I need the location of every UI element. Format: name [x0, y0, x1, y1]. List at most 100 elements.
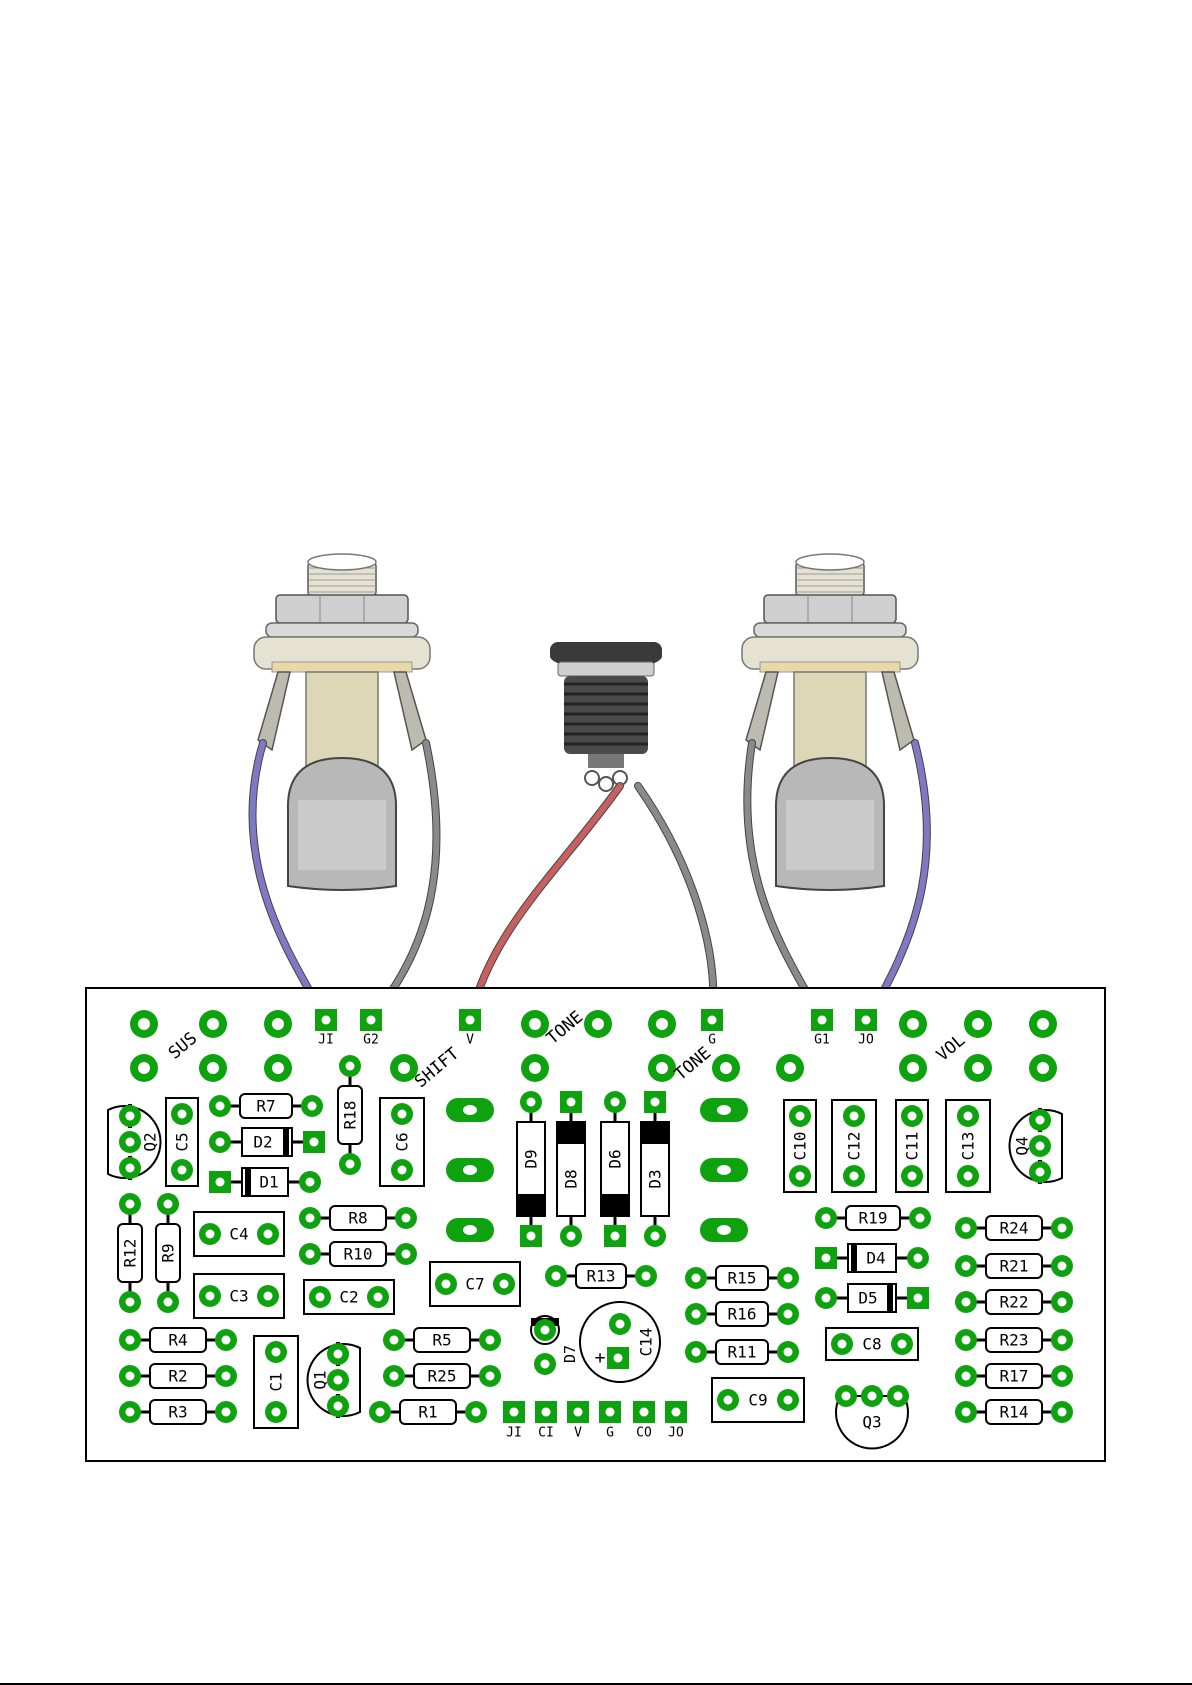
capacitor-label-c14: C14: [637, 1328, 656, 1357]
hex-nut: [276, 595, 408, 623]
diode-label-d4: D4: [866, 1249, 885, 1268]
resistor-label-r2: R2: [168, 1367, 187, 1386]
oval-pad: [700, 1218, 748, 1242]
pad-hole: [472, 1408, 481, 1417]
top-pad-g2: [360, 1009, 382, 1031]
pad-hole: [640, 1408, 649, 1417]
diode-pad: [209, 1171, 231, 1193]
top-pad-label-v: V: [466, 1033, 474, 1048]
pad-hole: [552, 1272, 561, 1281]
pad-hole: [796, 1112, 805, 1121]
cap-pad: [789, 1165, 811, 1187]
pad-hole: [842, 1392, 851, 1401]
diode-band: [245, 1168, 251, 1196]
resistor-label-r1: R1: [418, 1403, 437, 1422]
pad-hole: [914, 1254, 923, 1263]
pad-hole: [720, 1062, 732, 1074]
transistor-pad: [119, 1157, 141, 1179]
resistor-pad: [777, 1303, 799, 1325]
cap-pad: [265, 1341, 287, 1363]
pad-hole: [962, 1408, 971, 1417]
washer: [754, 623, 906, 637]
header-label-v: V: [574, 1426, 582, 1441]
resistor-pad: [955, 1365, 977, 1387]
header-label-co: CO: [636, 1426, 652, 1441]
resistor-pad: [383, 1329, 405, 1351]
transistor-pad: [327, 1395, 349, 1417]
capacitor-label-c13: C13: [959, 1132, 978, 1161]
resistor-pad: [369, 1401, 391, 1423]
capacitor-label-c12: C12: [845, 1132, 864, 1161]
cap-pad: [901, 1165, 923, 1187]
capacitor-label-c8: C8: [862, 1335, 881, 1354]
resistor-pad: [955, 1291, 977, 1313]
pad-hole: [216, 1102, 225, 1111]
pad-hole: [334, 1350, 343, 1359]
pad-hole: [796, 1172, 805, 1181]
pad-hole: [398, 1110, 407, 1119]
pad-hole: [1036, 1142, 1045, 1151]
transistor-pad: [1029, 1135, 1051, 1157]
pad-hole: [206, 1230, 215, 1239]
resistor-pad: [119, 1365, 141, 1387]
transistor-label-q3: Q3: [862, 1413, 881, 1432]
pad-hole: [126, 1298, 135, 1307]
cap-pad: [199, 1285, 221, 1307]
pad-hole: [898, 1340, 907, 1349]
oval-pad: [446, 1158, 494, 1182]
top-pad-label-jo: JO: [858, 1033, 874, 1048]
pad-hole: [308, 1102, 317, 1111]
diode-label-d5: D5: [858, 1289, 877, 1308]
pad-hole: [962, 1372, 971, 1381]
resistor-pad: [479, 1329, 501, 1351]
pad-hole: [376, 1408, 385, 1417]
pad-hole: [463, 1105, 477, 1115]
diode-label-d1: D1: [259, 1173, 278, 1192]
pot-pad: [964, 1054, 992, 1082]
transistor-pad: [119, 1131, 141, 1153]
resistor-pad: [1051, 1291, 1073, 1313]
diode-pad: [815, 1287, 837, 1309]
pad-hole: [908, 1172, 917, 1181]
pad-hole: [964, 1112, 973, 1121]
cap-pad: [789, 1105, 811, 1127]
pad-hole: [822, 1214, 831, 1223]
diode-pad: [907, 1287, 929, 1309]
top-pad-label-g2: G2: [363, 1033, 379, 1048]
resistor-pad: [1051, 1401, 1073, 1423]
diode-pad: [520, 1225, 542, 1247]
dc-power-jack: [550, 642, 662, 791]
pad-hole: [164, 1298, 173, 1307]
resistor-pad: [955, 1255, 977, 1277]
oval-pad: [700, 1098, 748, 1122]
pad-hole: [463, 1165, 477, 1175]
resistor-pad: [465, 1401, 487, 1423]
pad-hole: [402, 1214, 411, 1223]
transistor-pad: [887, 1385, 909, 1407]
hex-nut: [764, 595, 896, 623]
pad-hole: [862, 1016, 871, 1025]
resistor-pad: [685, 1303, 707, 1325]
pad-hole: [442, 1280, 451, 1289]
resistor-label-r5: R5: [432, 1331, 451, 1350]
transistor-label-q1: Q1: [311, 1370, 330, 1389]
pad-hole: [611, 1232, 620, 1241]
pad-hole: [541, 1326, 550, 1335]
pot-pad: [199, 1054, 227, 1082]
cap-pad: [257, 1285, 279, 1307]
resistor-pad: [955, 1217, 977, 1239]
header-pad-co: [633, 1401, 655, 1423]
diode-pad: [644, 1225, 666, 1247]
diode-pad: [560, 1091, 582, 1113]
pad-hole: [216, 1138, 225, 1147]
diode-pad: [604, 1091, 626, 1113]
pad-hole: [542, 1408, 551, 1417]
resistor-label-r16: R16: [728, 1305, 757, 1324]
pad-hole: [126, 1372, 135, 1381]
pad-hole: [529, 1018, 541, 1030]
pad-hole: [1037, 1062, 1049, 1074]
pad-hole: [611, 1098, 620, 1107]
resistor-pad: [1051, 1329, 1073, 1351]
diode-d8: D8: [557, 1102, 585, 1236]
